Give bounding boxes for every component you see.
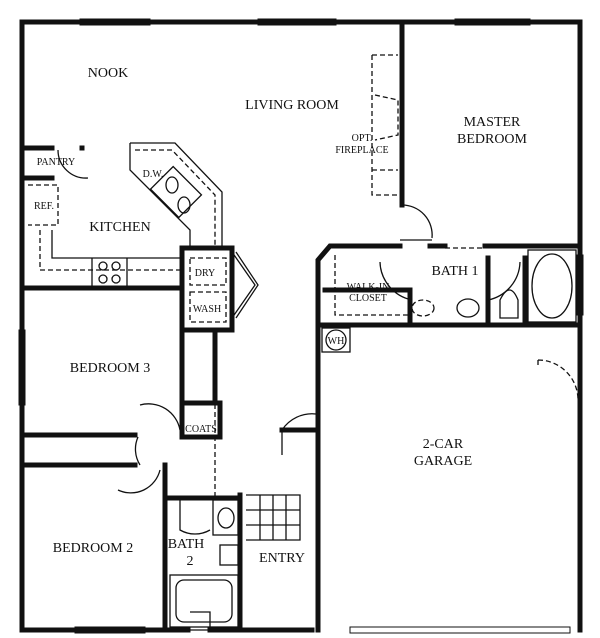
label-bath1: BATH 1 [431, 264, 478, 279]
label-bedroom2: BEDROOM 2 [53, 541, 134, 556]
label-kitchen: KITCHEN [89, 220, 150, 235]
label-master-1: MASTER [464, 115, 521, 130]
label-dishwasher: D.W. [143, 169, 164, 180]
label-closet-2: CLOSET [349, 293, 387, 304]
label-living-room: LIVING ROOM [245, 98, 339, 113]
label-ref: REF. [34, 201, 54, 212]
label-pantry: PANTRY [37, 157, 76, 168]
label-coats: COATS [185, 424, 217, 435]
label-bedroom3: BEDROOM 3 [70, 361, 151, 376]
label-garage-1: 2-CAR [423, 437, 464, 452]
label-wh: WH [328, 336, 345, 347]
label-nook: NOOK [88, 66, 128, 81]
walls [19, 19, 583, 633]
label-wash: WASH [193, 304, 221, 315]
label-bath2-2: 2 [187, 554, 194, 569]
label-bath2-1: BATH [168, 537, 205, 552]
fixtures [28, 54, 579, 631]
label-entry: ENTRY [259, 551, 305, 566]
label-garage-2: GARAGE [414, 454, 472, 469]
label-dry: DRY [195, 268, 216, 279]
label-closet-1: WALK-IN [347, 282, 390, 293]
label-fireplace-1: OPT. [352, 133, 373, 144]
label-master-2: BEDROOM [457, 132, 528, 147]
room-labels: NOOK LIVING ROOM MASTER BEDROOM OPT. FIR… [34, 66, 528, 569]
label-fireplace-2: FIREPLACE [335, 145, 388, 156]
